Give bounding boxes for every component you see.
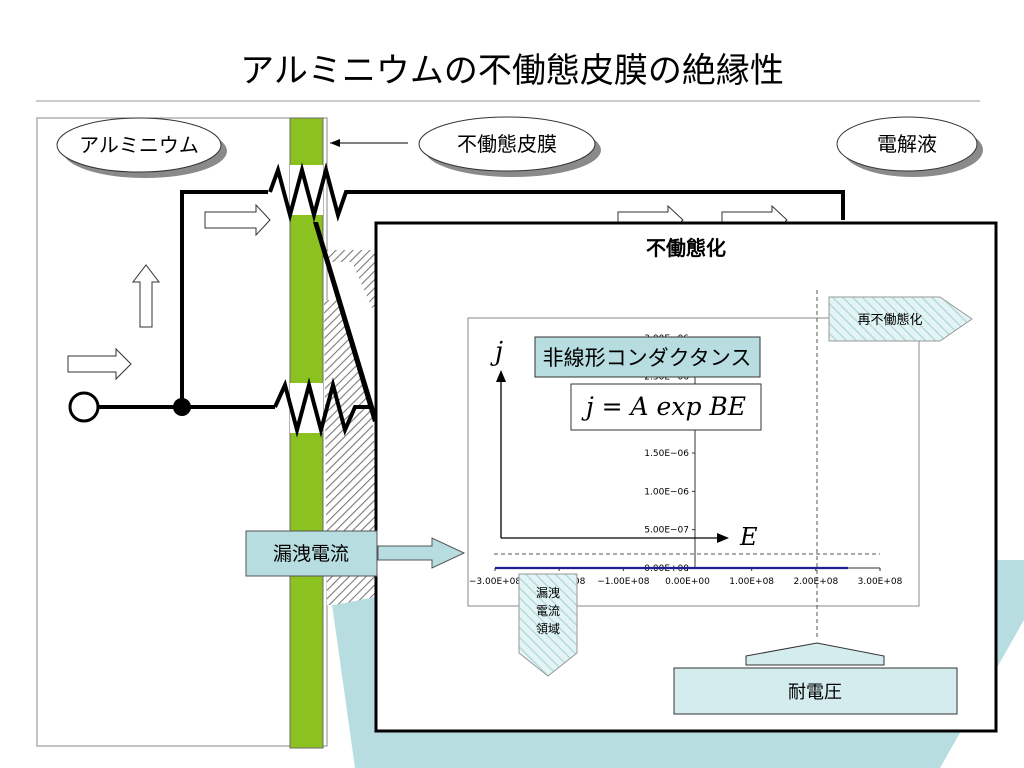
wire-upper [180, 190, 268, 405]
terminal-circle [68, 391, 100, 423]
back-panel-border [345, 190, 845, 220]
withstand-voltage-label: 耐電圧 [788, 682, 842, 703]
junction-dot [173, 398, 191, 416]
aluminium-bubble [56, 117, 222, 173]
y-tick-label: 5.00E−07 [644, 526, 689, 536]
x-tick-label: 1.00E+08 [729, 577, 774, 587]
arrow-right-lower [67, 347, 132, 381]
repassivation-label: 再不働態化 [857, 312, 922, 328]
oxide-hatch-lower [324, 300, 410, 605]
oxide-hatch-upper [322, 250, 383, 308]
x-tick-label: −3.00E+08 [469, 577, 522, 587]
resistor-upper [268, 162, 360, 223]
leak-region-arrow [518, 573, 578, 677]
leak-region-label-3: 領域 [536, 621, 560, 636]
formula-box [570, 383, 762, 431]
slide-title: アルミニウムの不働態皮膜の絶縁性 [240, 51, 784, 91]
arrow-up [131, 264, 161, 328]
electrolyte-label: 電解液 [877, 132, 937, 156]
wedge-shape [313, 222, 378, 422]
leak-region-label-2: 電流 [536, 604, 560, 618]
film-bubble [418, 116, 596, 172]
e-axis-arrow-head [717, 533, 729, 543]
y-tick-label: 1.00E−06 [644, 487, 689, 497]
resistor-lower [273, 377, 372, 438]
leak-region-label-1: 漏洩 [536, 586, 560, 600]
x-tick-label: 0.00E+00 [665, 577, 710, 587]
repassivation-arrow [828, 296, 973, 342]
y-tick-label: 1.50E−06 [644, 449, 689, 459]
inset-title: 不働態化 [646, 236, 726, 260]
nonlinear-label: 非線形コンダクタンス [543, 346, 752, 370]
e-axis-label: E [739, 523, 758, 551]
x-tick-label: 2.00E+08 [793, 577, 838, 587]
withstand-voltage-box [673, 667, 958, 715]
passive-film-label: 不働態皮膜 [457, 132, 557, 156]
nonlinear-label-box [534, 336, 761, 378]
leakage-current-arrow [377, 537, 466, 569]
formula-text: j = A exp BE [581, 392, 746, 421]
aluminium-label: アルミニウム [79, 133, 199, 157]
x-tick-label: 3.00E+08 [858, 577, 903, 587]
arrow-right-upper [204, 203, 271, 237]
withstand-arrow-head [745, 642, 885, 666]
leakage-current-label: 漏洩電流 [273, 543, 349, 565]
j-axis-arrow-head [496, 370, 506, 382]
x-tick-label: −1.00E+08 [597, 577, 650, 587]
electrolyte-bubble [836, 116, 978, 172]
film-pointer-head [330, 139, 340, 147]
leakage-current-box [245, 530, 378, 577]
